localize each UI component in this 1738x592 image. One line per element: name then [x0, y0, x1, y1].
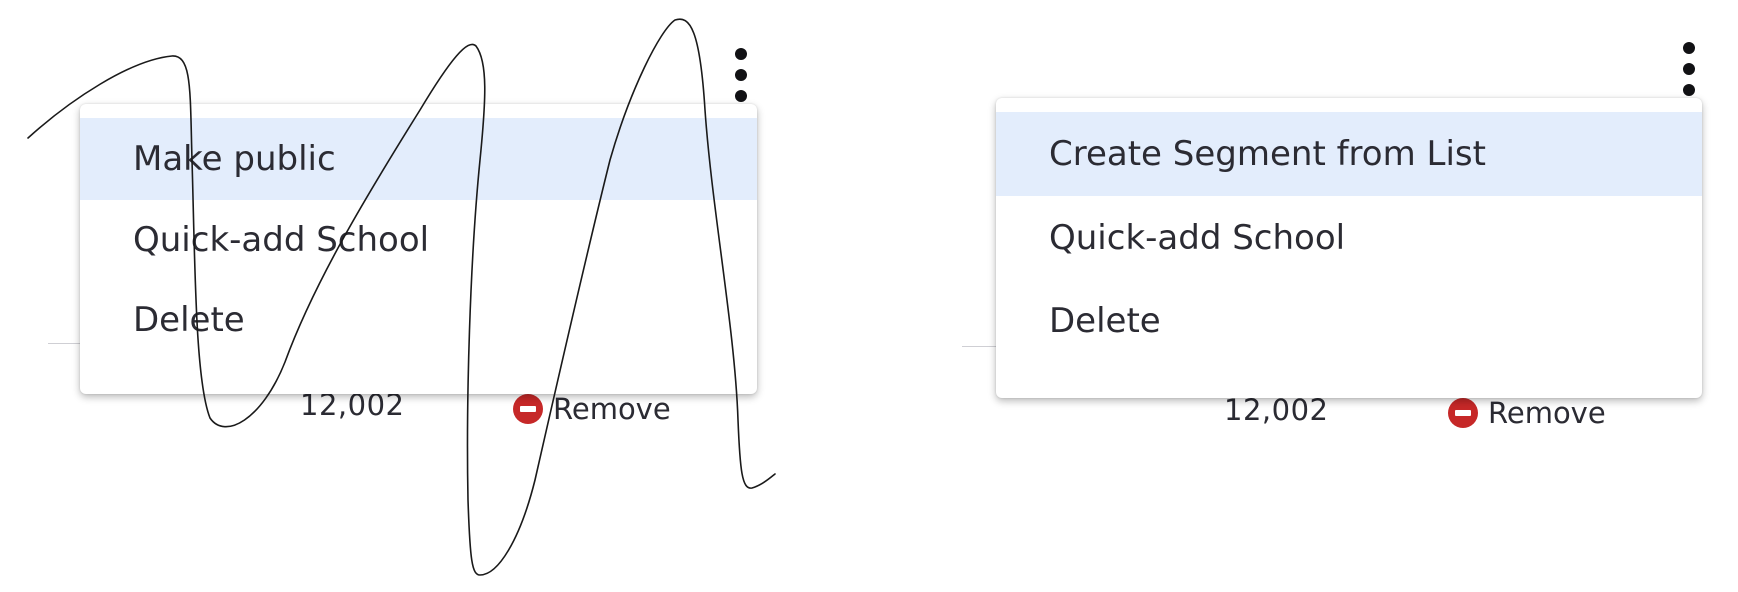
more-vertical-icon-dot	[1683, 42, 1695, 54]
minus-circle-icon	[513, 394, 543, 424]
menu-item-delete[interactable]: Delete	[1049, 301, 1161, 341]
context-menu: Make public Quick-add School Delete	[80, 104, 757, 394]
menu-item-create-segment-from-list[interactable]: Create Segment from List	[996, 112, 1702, 196]
remove-button[interactable]: Remove	[1448, 396, 1606, 430]
left-panel: 12,002 Remove Make public Quick-add Scho…	[0, 0, 800, 592]
more-vertical-icon-dot	[1683, 63, 1695, 75]
row-count: 12,002	[1224, 393, 1329, 427]
minus-circle-icon	[1448, 398, 1478, 428]
more-vertical-icon-dot	[735, 90, 747, 102]
menu-item-delete[interactable]: Delete	[133, 300, 245, 340]
remove-label: Remove	[1488, 396, 1606, 430]
more-options-button[interactable]	[1679, 42, 1699, 96]
menu-item-quick-add-school[interactable]: Quick-add School	[133, 220, 430, 260]
more-options-button[interactable]	[731, 48, 751, 102]
right-panel: 12,002 Remove Create Segment from List Q…	[920, 0, 1738, 592]
menu-item-make-public[interactable]: Make public	[80, 118, 757, 200]
more-vertical-icon-dot	[735, 69, 747, 81]
context-menu: Create Segment from List Quick-add Schoo…	[996, 98, 1702, 398]
remove-label: Remove	[553, 392, 671, 426]
menu-item-quick-add-school[interactable]: Quick-add School	[1049, 218, 1346, 258]
row-divider	[962, 346, 1002, 347]
more-vertical-icon-dot	[1683, 84, 1695, 96]
more-vertical-icon-dot	[735, 48, 747, 60]
remove-button[interactable]: Remove	[513, 392, 671, 426]
